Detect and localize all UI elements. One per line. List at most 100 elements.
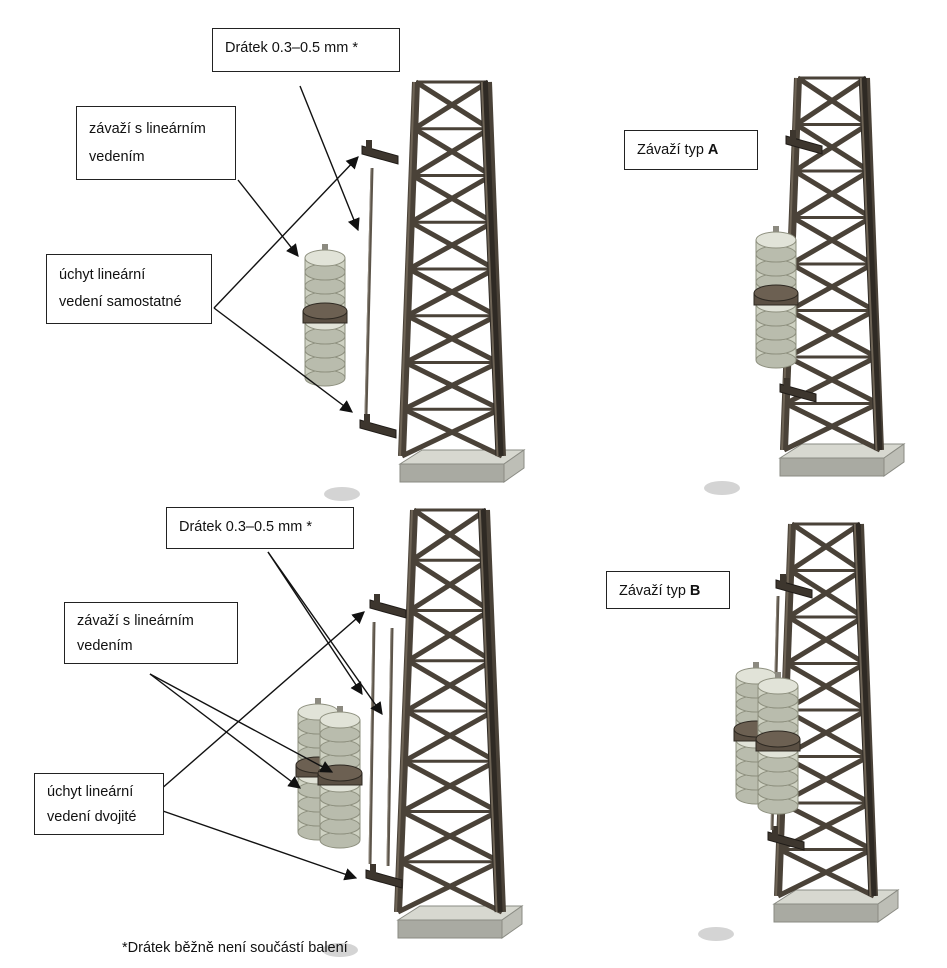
type-a-letter: A (707, 142, 719, 158)
weight-disc-top (755, 231, 797, 249)
bracket-body (361, 145, 399, 165)
wire-rod-2-bottom-left-highlight (386, 627, 392, 867)
tower-top-right (704, 75, 906, 495)
brace (794, 122, 871, 174)
brace (404, 708, 498, 764)
weight-disc-top (319, 711, 361, 729)
weight-label-top: závaží s lineárním vedením (76, 106, 236, 180)
bracket-tab (374, 594, 380, 604)
bracket-body (767, 831, 805, 851)
tower-leg-highlight (853, 523, 872, 897)
brace (408, 608, 494, 663)
bracket-tab (790, 130, 796, 140)
weight-label-bottom: závaží s lineárním vedením (64, 602, 238, 664)
type-b-prefix: Závaží typ (619, 583, 690, 599)
concrete-base-front (773, 903, 879, 923)
footnote: *Drátek běžně není součástí balení (122, 940, 348, 956)
bracket-body (365, 869, 403, 889)
arrow-wire-2-bottom (267, 551, 383, 716)
bracket-lower-top-left (359, 414, 397, 439)
tower-bottom-left (322, 507, 524, 957)
brace (796, 75, 870, 127)
type-a-label: Závaží typ A (624, 130, 758, 170)
weight-label-bottom-line2: vedením (77, 638, 133, 654)
tower-leg (394, 509, 418, 913)
wire-rod-top-left (364, 167, 374, 415)
tower-leg (479, 81, 504, 457)
brace (793, 168, 873, 220)
bracket-lower-type-a (779, 378, 817, 403)
bracket-body (785, 135, 823, 155)
brace (791, 215, 875, 267)
concrete-base-top (778, 443, 906, 459)
brace (407, 266, 498, 318)
weight-disc-top (304, 249, 346, 267)
brace (790, 521, 864, 573)
weight-clamp-top (753, 284, 799, 302)
shadow (324, 487, 360, 501)
wire-label-bottom-text: Drátek 0.3–0.5 mm * (179, 519, 312, 535)
arrow-weight-2-bottom (149, 673, 334, 773)
bracket-upper-type-a (785, 130, 823, 155)
type-a-label-text: Závaží typ A (637, 137, 745, 163)
weight-stack-2-bottom-left (317, 706, 363, 849)
arrow-wire-top (299, 85, 360, 232)
bracket-body (359, 419, 397, 439)
arrow-mount-lower-top (213, 307, 354, 413)
bracket-upper-top-left (361, 140, 399, 165)
concrete-base-front (779, 457, 885, 477)
bracket-body (775, 579, 813, 599)
brace (400, 809, 502, 864)
mount-label-top-line1: úchyt lineární (59, 267, 146, 283)
bracket-tab (364, 414, 370, 424)
tower-leg (398, 81, 420, 457)
weight-label-top-line2: vedením (89, 149, 145, 165)
arrow-weight-1-bottom (149, 673, 302, 789)
arrow-mount-upper-bottom (159, 611, 365, 791)
type-b-letter: B (689, 583, 701, 599)
brace (406, 313, 500, 365)
brace (414, 79, 492, 131)
tower-leg (858, 77, 883, 451)
weight-stack-2-type-b (755, 672, 801, 815)
weight-clamp-top (302, 302, 348, 320)
bracket-body (369, 599, 407, 619)
tower-leg-highlight (859, 77, 878, 451)
mount-label-top-line2: vedení samostatné (59, 294, 182, 310)
brace (398, 859, 504, 915)
shadow (322, 943, 358, 957)
brace (412, 507, 490, 563)
weight-stack-type-a (753, 226, 799, 369)
type-a-prefix: Závaží typ (637, 142, 708, 158)
type-b-label: Závaží typ B (606, 571, 730, 609)
tower-leg (852, 523, 877, 897)
tower-leg-highlight (399, 81, 415, 457)
bracket-upper-type-b (775, 574, 813, 599)
bracket-tab (370, 864, 376, 874)
mount-label-bottom-line1: úchyt lineární (47, 784, 134, 800)
brace (402, 406, 504, 459)
tower-top-left (324, 79, 526, 501)
weight-disc-top (757, 677, 799, 695)
brace (785, 661, 869, 713)
brace (788, 308, 878, 360)
bracket-tab (784, 378, 790, 388)
bracket-tab (366, 140, 372, 150)
shadow (704, 481, 740, 495)
weight-label-top-line1: závaží s lineárním (89, 121, 206, 137)
brace (778, 847, 876, 899)
concrete-base-side (503, 449, 525, 483)
wire-label-bottom: Drátek 0.3–0.5 mm * (166, 507, 354, 549)
brace (404, 360, 502, 412)
bracket-lower-type-b (767, 826, 805, 851)
tower-leg-highlight (395, 509, 413, 913)
brace (402, 759, 500, 814)
mount-label-top: úchyt lineární vedení samostatné (46, 254, 212, 324)
wire-label-top: Drátek 0.3–0.5 mm * (212, 28, 400, 72)
tower-leg (477, 509, 503, 913)
wire-label-top-text: Drátek 0.3–0.5 mm * (225, 40, 358, 56)
brace (789, 261, 876, 313)
concrete-base-top (772, 889, 900, 905)
